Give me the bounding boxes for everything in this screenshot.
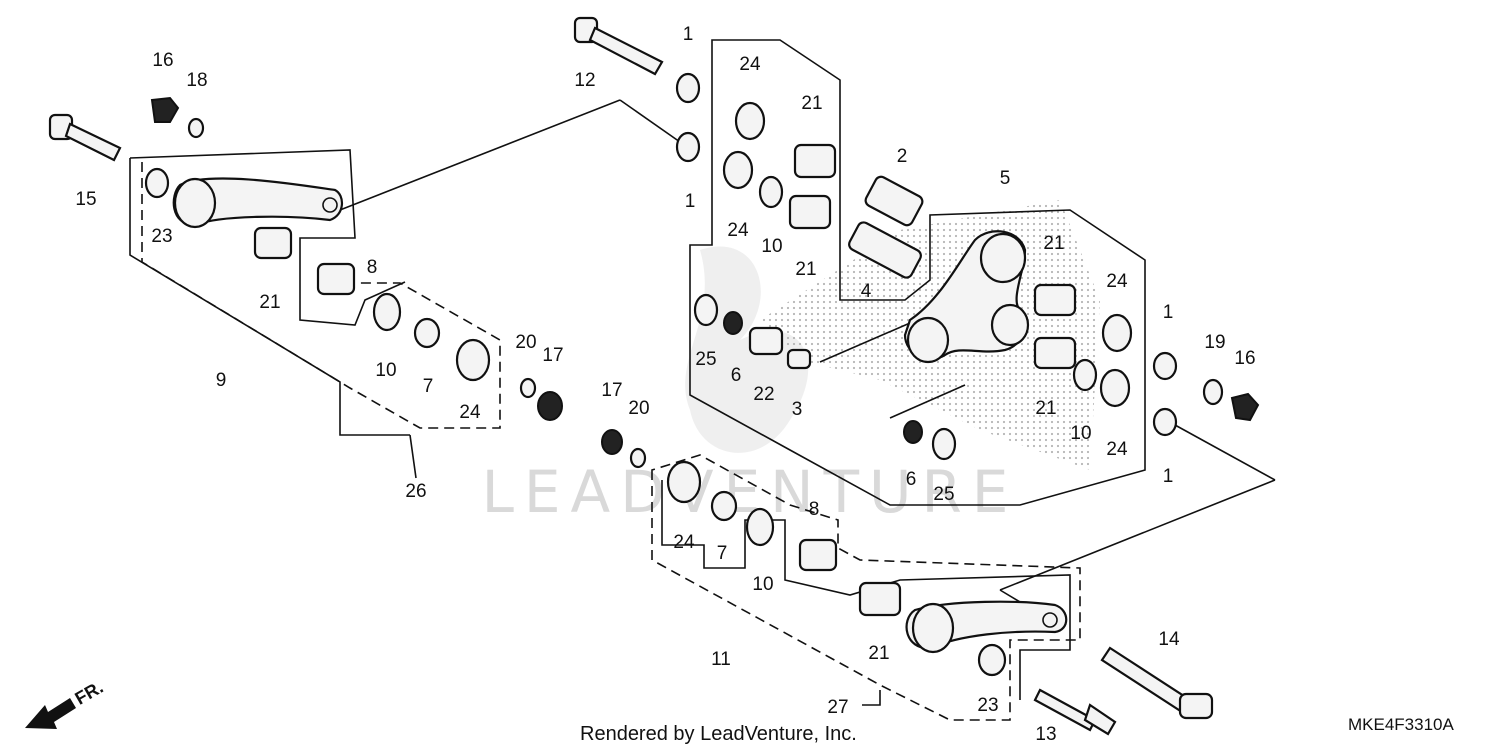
leader-lines [339, 99, 1276, 621]
callout-25: 25 [695, 349, 716, 370]
callout-16: 16 [1234, 348, 1255, 369]
callout-21: 21 [868, 643, 889, 664]
callout-11: 11 [711, 649, 731, 670]
callout-18: 18 [186, 70, 207, 91]
callout-3: 3 [792, 399, 803, 420]
callout-7: 7 [423, 376, 434, 397]
callout-24: 24 [1106, 271, 1128, 292]
footer-credit: Rendered by LeadVenture, Inc. [580, 723, 857, 745]
group-5-outline [689, 39, 1146, 506]
callout-23: 23 [977, 695, 998, 716]
group-9-outline [129, 158, 410, 436]
callout-7: 7 [717, 543, 728, 564]
part-code: MKE4F3310A [1348, 715, 1454, 734]
callout-10: 10 [375, 360, 396, 381]
bolt-15 [48, 113, 122, 162]
bearings [253, 143, 1077, 617]
callout-27: 27 [827, 697, 848, 718]
callout-1: 1 [1163, 466, 1174, 487]
callout-1: 1 [1163, 302, 1174, 323]
callout-5: 5 [1000, 168, 1011, 189]
callout-20: 20 [628, 398, 649, 419]
callout-23: 23 [151, 226, 172, 247]
callouts: 1 1 1 1 2 3 4 5 6 6 7 7 8 8 9 10 10 10 1… [75, 24, 1255, 745]
callout-25: 25 [933, 484, 954, 505]
pin-13 [1033, 688, 1117, 736]
direction-label: FR. [71, 677, 106, 709]
callout-21: 21 [259, 292, 280, 313]
callout-17: 17 [542, 345, 563, 366]
callout-26: 26 [405, 481, 426, 502]
group-11-dashed [651, 454, 1081, 721]
group-27-line [862, 690, 881, 706]
watermark-text: LEADVENTURE [482, 458, 1019, 526]
callout-21: 21 [795, 259, 816, 280]
callout-20: 20 [515, 332, 536, 353]
leader-26 [409, 434, 417, 479]
callout-13: 13 [1035, 724, 1056, 745]
seals-washers [144, 72, 1260, 677]
bolt-12 [573, 16, 664, 76]
callout-19: 19 [1204, 332, 1225, 353]
callout-8: 8 [367, 257, 378, 278]
callout-1: 1 [685, 191, 696, 212]
group-9-bush-box [129, 149, 406, 326]
group-11-box [661, 480, 1071, 700]
callout-9: 9 [216, 370, 227, 391]
callout-10: 10 [752, 574, 773, 595]
callout-10: 10 [761, 236, 782, 257]
callout-6: 6 [906, 469, 917, 490]
bolt-14 [1100, 646, 1214, 720]
callout-12: 12 [574, 70, 595, 91]
callout-17: 17 [601, 380, 622, 401]
callout-2: 2 [897, 146, 908, 167]
arm-right [905, 600, 1068, 654]
callout-21: 21 [1035, 398, 1056, 419]
callout-24: 24 [459, 402, 481, 423]
link-5 [903, 230, 1030, 364]
callout-16: 16 [152, 50, 173, 71]
callout-24: 24 [739, 54, 761, 75]
callout-14: 14 [1158, 629, 1180, 650]
callout-24: 24 [727, 220, 749, 241]
callout-8: 8 [809, 499, 820, 520]
callout-4: 4 [861, 281, 872, 302]
callout-21: 21 [1043, 233, 1064, 254]
arm-left [172, 177, 343, 229]
callout-15: 15 [75, 189, 96, 210]
callout-10: 10 [1070, 423, 1091, 444]
callout-22: 22 [753, 384, 774, 405]
watermark: LEADVENTURE [482, 246, 1019, 526]
callout-24: 24 [1106, 439, 1128, 460]
callout-1: 1 [683, 24, 694, 45]
front-direction-arrow: FR. [25, 677, 107, 729]
callout-6: 6 [731, 365, 742, 386]
callout-21: 21 [801, 93, 822, 114]
callout-24: 24 [673, 532, 695, 553]
